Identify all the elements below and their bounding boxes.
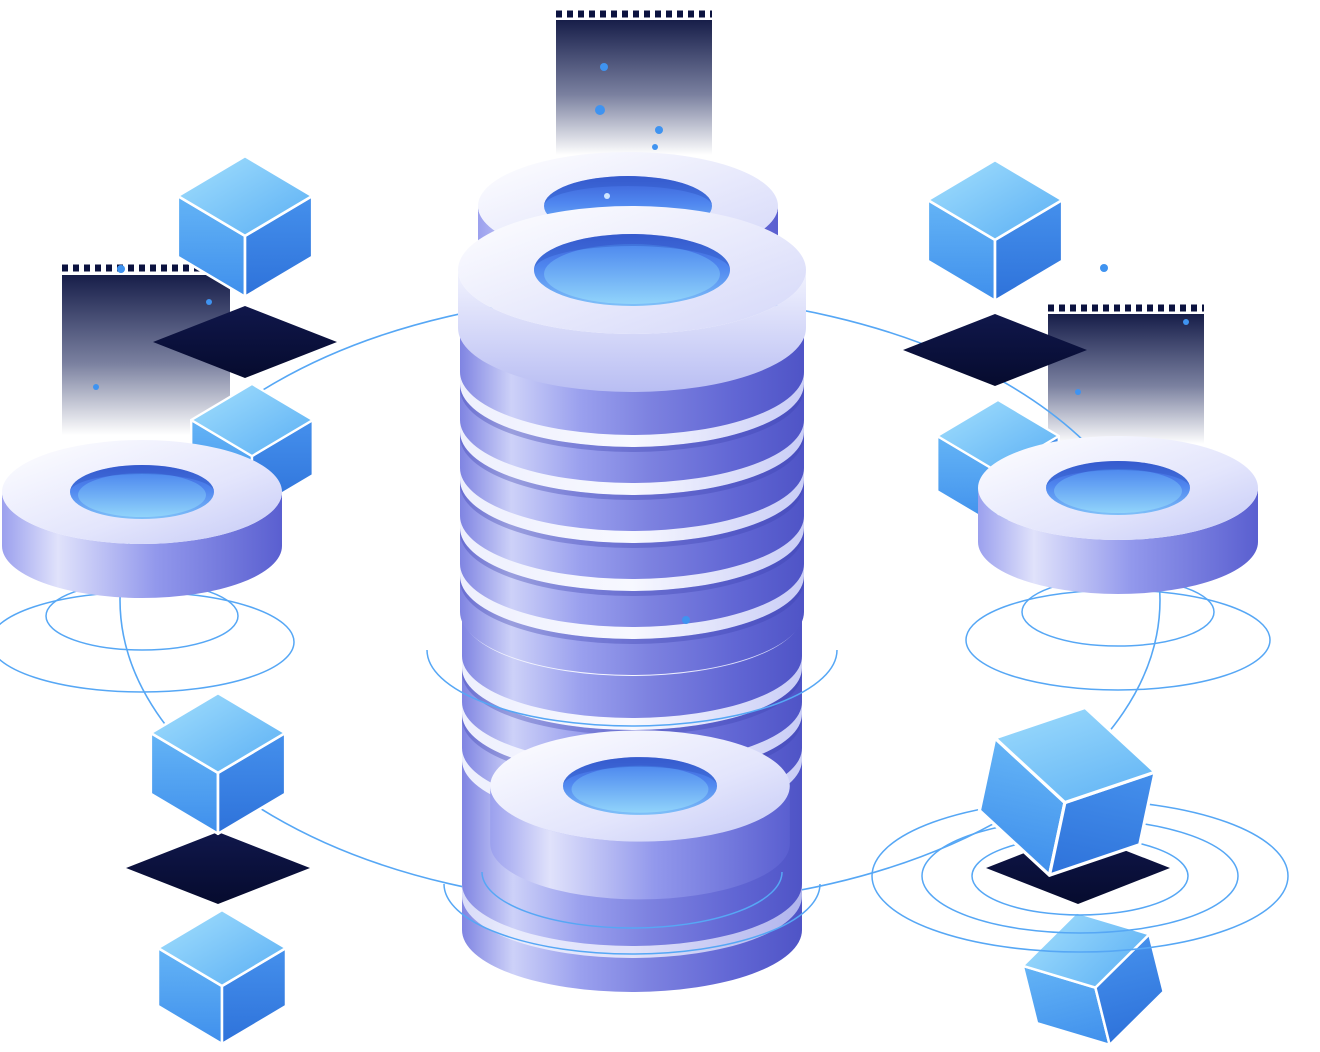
- floating-dots: [93, 63, 1189, 624]
- pixel-column-top: [556, 10, 712, 155]
- dot: [117, 265, 125, 273]
- disc-hole-water: [544, 244, 720, 304]
- orbit-arcs-center: [426, 649, 838, 955]
- stack-stripe: [462, 656, 802, 730]
- dot: [652, 144, 658, 150]
- dot: [93, 384, 99, 390]
- orbit-ellipse: [0, 591, 295, 693]
- stack-upper-segment: [460, 328, 804, 675]
- pixel-column-right: [1048, 304, 1204, 444]
- disc-wall: [458, 270, 806, 392]
- dot: [1183, 319, 1189, 325]
- dark-platform-diamond: [126, 832, 310, 904]
- stack-stripe: [462, 884, 802, 958]
- dot: [604, 193, 610, 199]
- dot: [655, 126, 663, 134]
- cube: [156, 908, 288, 1046]
- cube: [1012, 895, 1175, 1052]
- column-body: [1048, 314, 1204, 444]
- torus-left: [2, 440, 282, 598]
- disc-hole-shadow: [534, 234, 730, 270]
- dot: [1075, 389, 1081, 395]
- stack-body: [460, 328, 804, 675]
- stack-stripe: [460, 372, 804, 447]
- orbit-ellipses-right: [965, 577, 1271, 691]
- stack-top-front-disc: [458, 206, 806, 392]
- stack-stripe: [460, 468, 804, 543]
- orbit-arc: [481, 871, 783, 929]
- cube-group-lower-left: [126, 691, 310, 1046]
- ring-hole-shadow: [544, 176, 712, 206]
- stack-stripe: [460, 420, 804, 495]
- stack-stripe: [460, 564, 804, 639]
- cube: [926, 158, 1064, 303]
- orbit-arc: [443, 883, 821, 955]
- database-stack: [458, 152, 806, 992]
- torus-bottom-front: [490, 730, 790, 900]
- dot: [600, 63, 608, 71]
- dot: [595, 105, 605, 115]
- torus-right: [978, 436, 1258, 594]
- cube: [149, 691, 287, 836]
- cube-group-lower-right: [871, 688, 1289, 1052]
- stack-stripe: [460, 516, 804, 591]
- orbit-ellipse: [965, 589, 1271, 691]
- dot: [206, 299, 212, 305]
- dot: [682, 616, 690, 624]
- dot: [1100, 264, 1108, 272]
- orbit-arc: [426, 649, 838, 727]
- orbit-ellipses-left: [0, 581, 295, 693]
